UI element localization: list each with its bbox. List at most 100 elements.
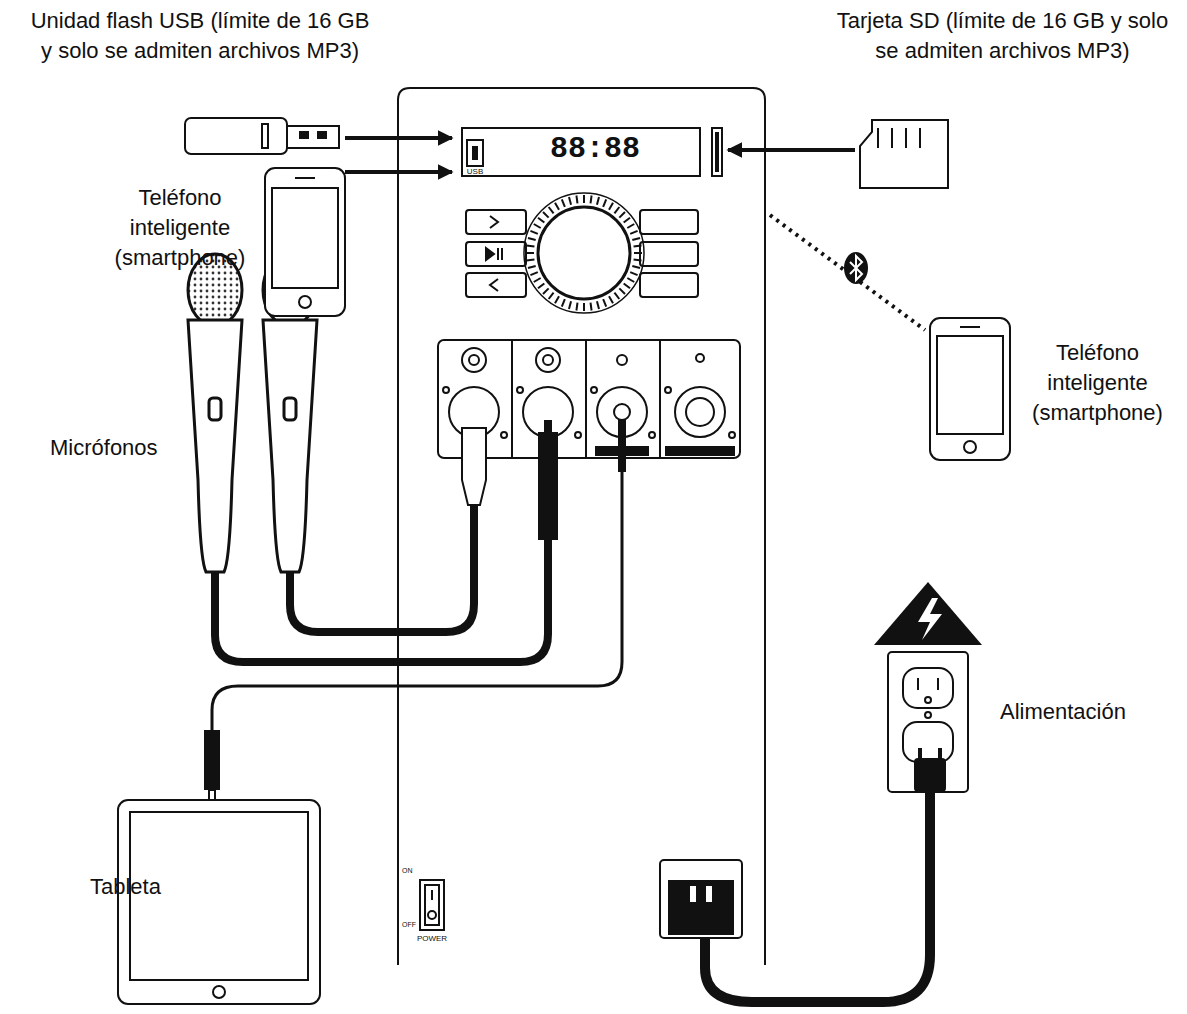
volume-knob-part bbox=[530, 272, 537, 275]
display-panel-part bbox=[472, 146, 478, 160]
display-panel-part bbox=[462, 128, 700, 176]
power-switch bbox=[420, 880, 444, 930]
volume-knob-part bbox=[543, 212, 549, 218]
control-buttons-part bbox=[490, 216, 498, 228]
power-switch-part bbox=[425, 885, 439, 925]
volume-knob-part bbox=[549, 207, 554, 213]
control-buttons-part bbox=[466, 273, 526, 297]
wall-outlet-part bbox=[903, 668, 953, 708]
volume-knob-part bbox=[597, 301, 599, 309]
sd-card-part bbox=[905, 128, 907, 148]
control-buttons-part bbox=[486, 248, 494, 260]
aux-plug-part bbox=[618, 420, 626, 472]
volume-knob-part bbox=[555, 296, 559, 303]
volume-knob-part bbox=[538, 218, 544, 223]
device-label: Tarjeta SD (límite de 16 GB y solo se ad… bbox=[830, 6, 1175, 66]
control-buttons-part bbox=[466, 242, 526, 266]
input-panel-part bbox=[649, 432, 655, 438]
volume-knob-part bbox=[576, 195, 577, 203]
switch-label: OFF bbox=[402, 920, 420, 930]
power-switch-part bbox=[431, 890, 433, 900]
smartphone-part bbox=[937, 336, 1003, 434]
volume-knob-part bbox=[624, 283, 630, 288]
power-inlet-part bbox=[668, 880, 734, 935]
smartphone-part bbox=[295, 177, 315, 179]
microphone-part bbox=[284, 398, 296, 420]
control-buttons-part bbox=[640, 242, 698, 266]
input-panel-part bbox=[729, 432, 735, 438]
insert-arrow-part bbox=[728, 148, 855, 152]
volume-knob-part bbox=[528, 238, 536, 240]
aux-plug bbox=[204, 420, 626, 828]
volume-knob-part bbox=[526, 252, 534, 254]
tablet-part bbox=[213, 986, 225, 998]
volume-knob-part bbox=[549, 293, 554, 299]
usb-flash-drive-part bbox=[300, 132, 308, 138]
display-panel-part bbox=[712, 128, 722, 176]
volume-knob-part bbox=[630, 231, 637, 234]
volume-knob-part bbox=[619, 212, 625, 218]
warning-triangle-part bbox=[874, 582, 982, 645]
volume-knob-part bbox=[632, 266, 640, 268]
input-panel-part bbox=[575, 432, 581, 438]
volume-knob-part bbox=[634, 245, 642, 246]
volume-knob-part bbox=[583, 195, 585, 203]
smartphone-part bbox=[960, 326, 980, 328]
wall-outlet-part bbox=[903, 722, 953, 762]
device-label: Teléfono inteligente (smartphone) bbox=[1015, 338, 1180, 428]
smartphone-part bbox=[265, 168, 345, 316]
control-buttons-part bbox=[640, 273, 698, 297]
microphone-part bbox=[209, 398, 221, 420]
wall-outlet-part bbox=[925, 712, 931, 718]
display-panel-part bbox=[715, 132, 719, 172]
volume-knob-part bbox=[614, 293, 619, 299]
device-label: Micrófonos bbox=[50, 433, 190, 463]
volume-knob-part bbox=[609, 203, 613, 210]
speaker-housing-part bbox=[398, 88, 765, 965]
control-buttons-part bbox=[490, 279, 498, 291]
smartphone bbox=[265, 168, 1010, 460]
power-inlet bbox=[660, 860, 742, 938]
warning-triangle-part bbox=[918, 598, 942, 640]
volume-knob bbox=[524, 193, 644, 313]
usb-flash-drive-part bbox=[262, 124, 268, 148]
volume-knob-part bbox=[534, 278, 541, 282]
input-panel-part bbox=[523, 387, 573, 437]
power-inlet-part bbox=[660, 860, 742, 938]
input-panel-part bbox=[675, 387, 725, 437]
volume-knob-part bbox=[591, 195, 592, 203]
input-panel-part bbox=[536, 348, 560, 372]
volume-knob-part bbox=[569, 197, 571, 205]
warning-triangle bbox=[874, 582, 982, 645]
input-panel-part bbox=[614, 404, 630, 420]
aux-plug-part bbox=[204, 730, 220, 790]
volume-knob-part bbox=[538, 207, 630, 299]
volume-knob-part bbox=[632, 238, 640, 240]
volume-knob-part bbox=[614, 207, 619, 213]
volume-knob-part bbox=[619, 288, 625, 294]
sd-card-part bbox=[891, 128, 893, 148]
volume-knob-part bbox=[562, 299, 565, 306]
bluetooth-link-part bbox=[850, 256, 862, 280]
power-switch-part bbox=[428, 911, 436, 919]
power-inlet-part bbox=[690, 886, 696, 902]
volume-knob-part bbox=[526, 260, 534, 261]
switch-label: POWER bbox=[404, 934, 460, 945]
volume-knob-part bbox=[576, 303, 577, 311]
cables-part bbox=[705, 790, 930, 1002]
power-plug-part bbox=[914, 758, 946, 792]
volume-knob-part bbox=[538, 283, 544, 288]
wall-outlet bbox=[888, 652, 968, 792]
device-label: Unidad flash USB (límite de 16 GB y solo… bbox=[30, 6, 370, 66]
smartphone-part bbox=[299, 296, 311, 308]
port-label: USB bbox=[460, 167, 490, 178]
input-panel-part bbox=[517, 387, 523, 393]
volume-knob-part bbox=[591, 303, 592, 311]
input-panel-part bbox=[659, 340, 661, 458]
control-buttons-part bbox=[640, 210, 698, 234]
volume-knob-part bbox=[526, 245, 534, 246]
volume-knob-part bbox=[528, 266, 536, 268]
volume-knob-part bbox=[555, 203, 559, 210]
power-inlet-part bbox=[706, 886, 712, 902]
control-buttons-part bbox=[498, 248, 502, 260]
